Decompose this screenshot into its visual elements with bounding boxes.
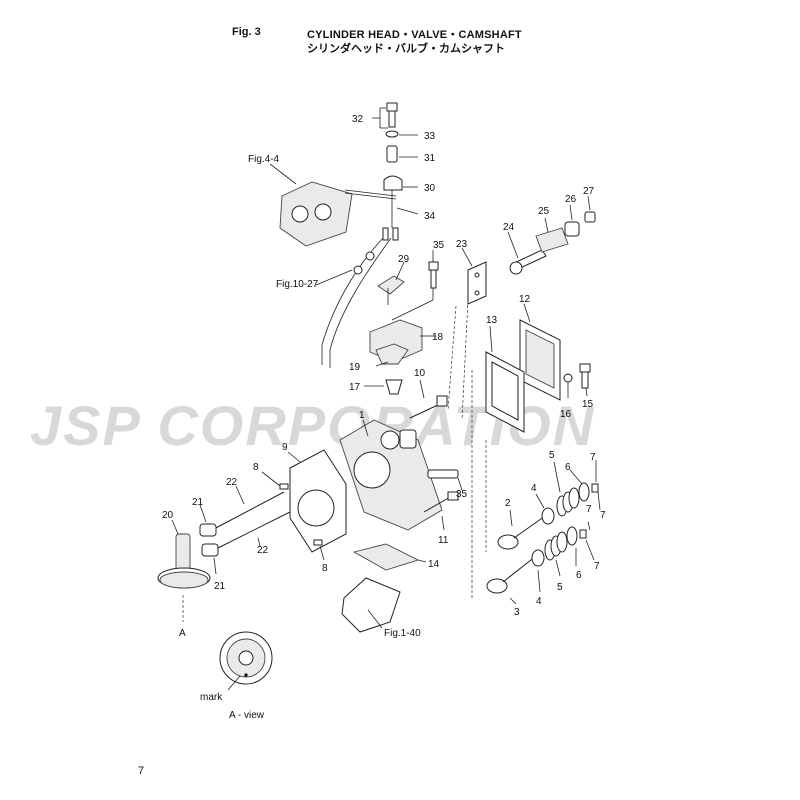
label-7c: 7 [586, 504, 592, 515]
label-20: 20 [162, 510, 174, 521]
label-14: 13 [486, 315, 498, 326]
label-29: 30 [424, 183, 436, 194]
page-title: CYLINDER HEAD・VALVE・CAMSHAFT [307, 29, 522, 41]
label-1: 1 [359, 410, 365, 421]
label-7a: 7 [590, 452, 596, 463]
label-5a: 5 [549, 450, 555, 461]
label-21a: 21 [192, 497, 204, 508]
label-6a: 6 [565, 462, 571, 473]
label-6b: 6 [576, 570, 582, 581]
label-22b: 22 [257, 545, 269, 556]
label-28: 29 [398, 254, 410, 265]
label-15: 15 [582, 399, 594, 410]
page-title-japanese: シリンダヘッド・バルブ・カムシャフト [307, 43, 505, 55]
label-25: 25 [538, 206, 550, 217]
label-2: 2 [505, 498, 511, 509]
label-12: 14 [428, 559, 440, 570]
label-26: 26 [565, 194, 577, 205]
label-31: 32 [352, 114, 364, 125]
label-27: 27 [583, 186, 595, 197]
cylinder-head [339, 419, 443, 531]
label-33: 35 [433, 240, 445, 251]
label-4b: 4 [536, 596, 542, 607]
ref-fig-4-4: Fig.4-4 [248, 154, 280, 165]
label-7b: 7 [600, 510, 606, 521]
a-view-gear [219, 631, 273, 685]
label-32: 33 [424, 131, 436, 142]
label-9: 9 [282, 442, 288, 453]
page-number: 7 [138, 765, 145, 777]
figure-number: Fig. 3 [232, 26, 261, 38]
label-3: 3 [514, 607, 520, 618]
ref-mark: mark [200, 692, 223, 703]
ref-fig-10-27: Fig.10-27 [276, 279, 319, 290]
valve-spring-lower [544, 531, 568, 561]
camshaft [157, 533, 211, 589]
label-17: 17 [349, 382, 361, 393]
label-8a: 8 [253, 462, 259, 473]
valve-spring-upper [556, 487, 580, 517]
label-7d: 7 [594, 561, 600, 572]
label-13: 12 [519, 294, 531, 305]
label-10: 10 [414, 368, 426, 379]
label-23: 23 [456, 239, 468, 250]
label-18: 18 [432, 332, 444, 343]
label-19: 19 [349, 362, 361, 373]
ref-fig-1-40: Fig.1-40 [384, 628, 421, 639]
label-30: 31 [424, 153, 436, 164]
label-16: 16 [560, 409, 572, 420]
label-35: 35 [456, 489, 468, 500]
label-34: 34 [424, 211, 436, 222]
label-11: 11 [438, 535, 449, 546]
fig-4-4-carburetor-sketch [279, 181, 397, 247]
ref-a: A [179, 628, 186, 639]
label-21b: 21 [214, 581, 226, 592]
label-24: 24 [503, 222, 515, 233]
bolt-stack [383, 102, 403, 228]
label-8b: 8 [322, 563, 328, 574]
label-22a: 22 [226, 477, 238, 488]
ref-a-view: A - view [229, 710, 265, 721]
label-5b: 5 [557, 582, 563, 593]
part-number-labels: 32 33 31 30 34 35 29 23 24 25 26 27 12 1… [162, 114, 606, 618]
label-4a: 4 [531, 483, 537, 494]
